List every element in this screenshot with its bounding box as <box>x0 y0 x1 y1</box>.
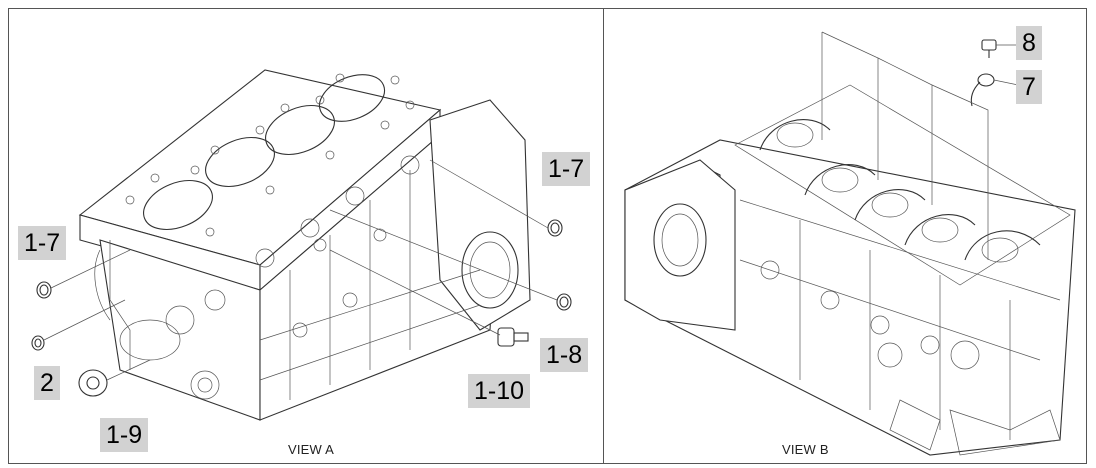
view-b-label: VIEW B <box>782 442 829 457</box>
callout-1-7-left: 1-7 <box>18 226 67 260</box>
callout-2: 2 <box>34 366 60 400</box>
view-a-label: VIEW A <box>288 442 334 457</box>
view-b-panel <box>603 8 1087 464</box>
callout-8: 8 <box>1016 26 1042 60</box>
callout-1-8: 1-8 <box>540 338 589 372</box>
callout-1-10: 1-10 <box>468 374 531 408</box>
callout-7: 7 <box>1016 70 1042 104</box>
callout-1-9: 1-9 <box>100 418 149 452</box>
callout-1-7-right: 1-7 <box>542 152 591 186</box>
